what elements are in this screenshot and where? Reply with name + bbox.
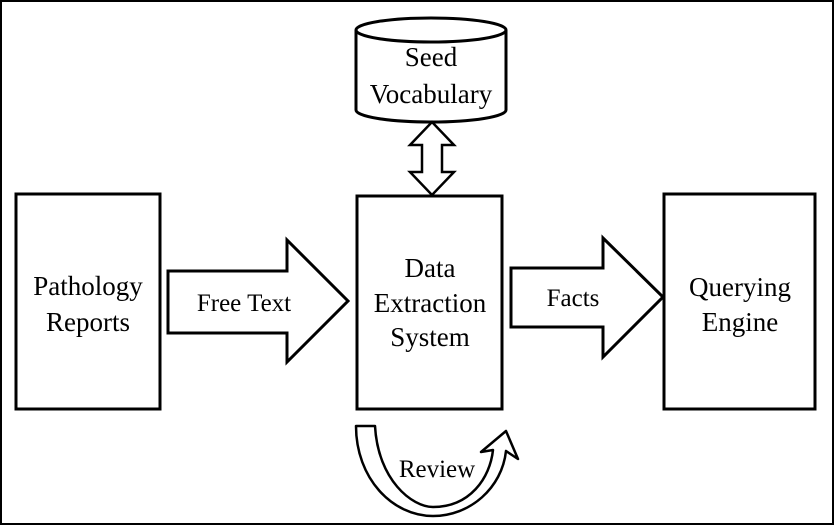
data-extraction-system-label-line-3: System [390,322,470,352]
review-loop-arrow-shape [354,424,520,518]
querying-engine-label-line-1: Querying [689,272,791,302]
seed-vocabulary-label-line-2: Vocabulary [370,79,493,109]
free-text-arrow: Free Text [166,236,351,366]
free-text-arrow-shape [166,236,351,366]
review-loop-arrow: Review [354,424,520,518]
data-extraction-system-box [355,194,504,411]
facts-arrow-shape [509,234,666,361]
seed-vocabulary-label-line-1: Seed [405,42,458,72]
data-extraction-system-label-line-1: Data [405,253,456,283]
querying-engine-label-line-2: Engine [702,307,778,337]
querying-engine-node: Querying Engine [662,192,817,411]
data-extraction-system-node: Data Extraction System [355,194,504,411]
pathology-reports-label-line-2: Reports [46,307,130,337]
pathology-reports-node: Pathology Reports [14,192,162,411]
pathology-reports-box [14,192,162,411]
seed-vocabulary-cylinder-top [354,16,508,44]
seed-vocabulary-node: Seed Vocabulary [354,16,508,124]
free-text-label: Free Text [197,290,291,317]
facts-label: Facts [547,285,600,312]
querying-engine-box [662,192,817,411]
data-extraction-system-label-line-2: Extraction [374,288,487,318]
facts-arrow: Facts [509,234,666,361]
review-label: Review [399,456,475,483]
pathology-reports-label-line-1: Pathology [33,271,143,301]
